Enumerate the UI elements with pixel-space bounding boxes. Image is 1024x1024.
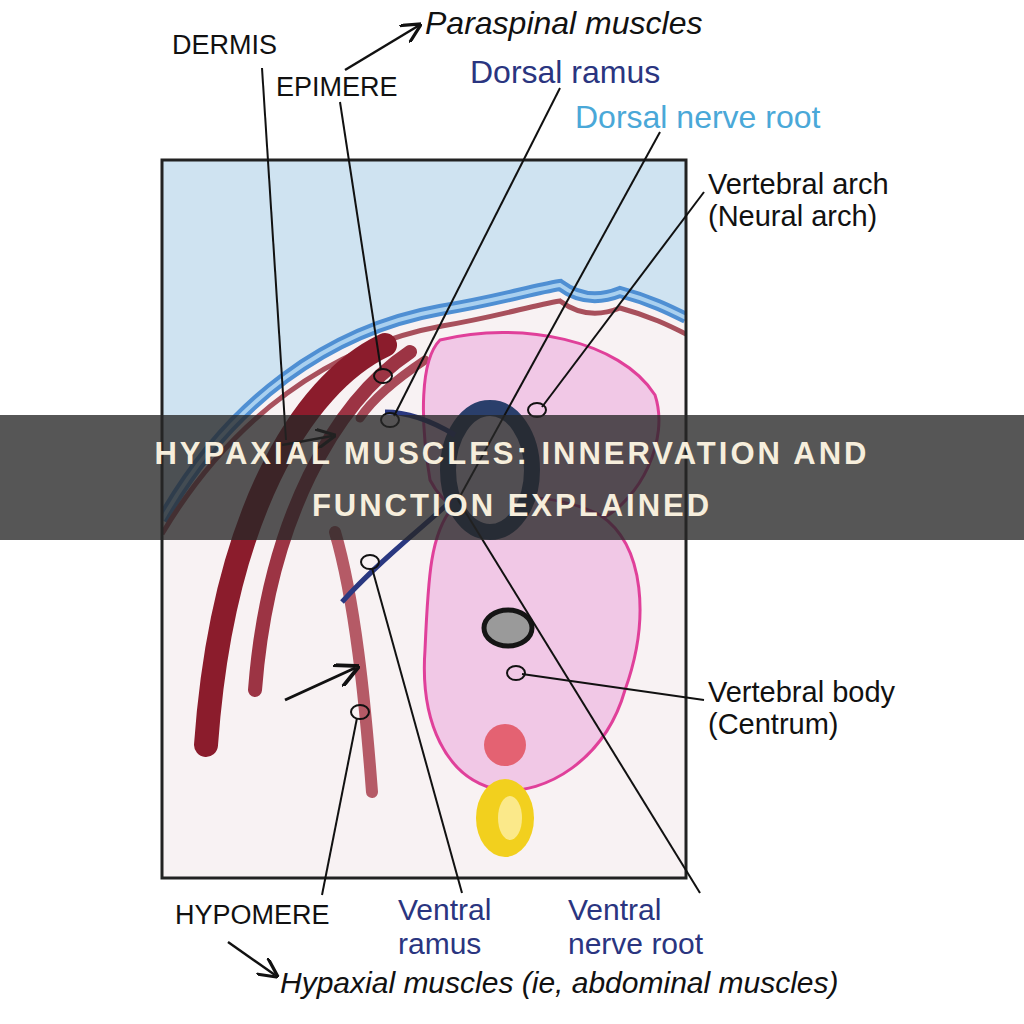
leader-line: [340, 102, 381, 370]
part-label: Ventral nerve root: [568, 893, 738, 960]
pointer-arrow: [345, 26, 418, 70]
epimere-band: [360, 360, 425, 418]
leader-line: [458, 500, 700, 893]
part-label: Vertebral arch (Neural arch): [708, 168, 923, 233]
anchor-circle: [374, 369, 392, 383]
leader-line: [394, 88, 560, 416]
aorta: [484, 724, 526, 766]
part-label: Dorsal nerve root: [575, 100, 875, 136]
leader-line: [322, 718, 357, 895]
anchor-circle: [507, 666, 525, 680]
hypomere-band: [335, 532, 372, 792]
vertebral-body-shape: [424, 496, 640, 790]
part-label: Hypaxial muscles (ie, abdominal muscles): [280, 966, 1020, 1000]
notochord: [484, 610, 532, 646]
part-label: Ventral ramus: [398, 893, 518, 960]
leader-line: [522, 674, 704, 700]
pointer-arrow: [285, 668, 355, 700]
part-label: Vertebral body (Centrum): [708, 676, 923, 741]
gut-tube: [476, 779, 534, 857]
part-label: Dorsal ramus: [470, 55, 730, 91]
leader-line: [372, 568, 462, 893]
anchor-circle: [361, 555, 379, 569]
leader-line: [542, 192, 704, 407]
part-label: EPIMERE: [276, 72, 446, 102]
part-label: Paraspinal muscles: [425, 6, 765, 42]
title-text: HYPAXIAL MUSCLES: INNERVATION AND FUNCTI…: [120, 428, 904, 532]
pointer-arrow: [228, 942, 275, 975]
leader-line: [262, 68, 286, 440]
part-label: DERMIS: [172, 30, 332, 60]
anchor-circle: [351, 705, 369, 719]
gut-lumen: [498, 796, 522, 840]
part-label: HYPOMERE: [175, 900, 375, 930]
